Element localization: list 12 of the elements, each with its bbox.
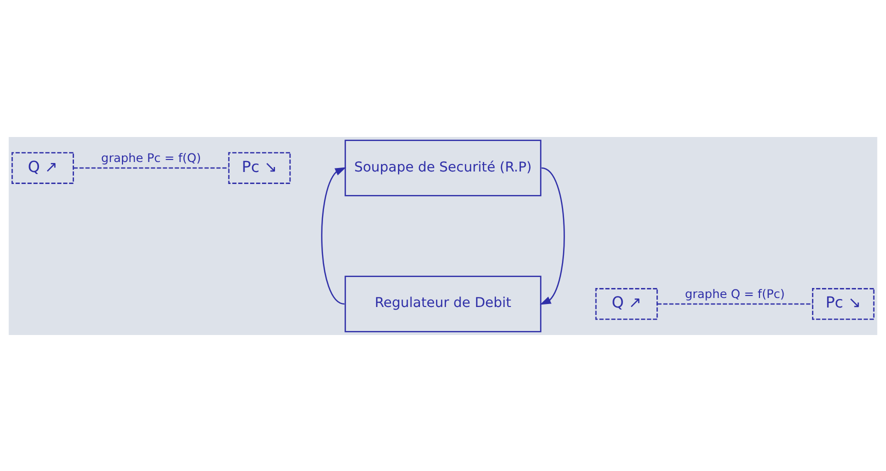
- node-box: Regulateur de Debit: [344, 275, 542, 332]
- arrow: [540, 166, 565, 304]
- edge-label: graphe Q = f(Pc): [684, 286, 785, 301]
- node-box: Q ↗: [595, 288, 658, 320]
- connector: [74, 166, 229, 168]
- node-box: Soupape de Securité (R.P): [344, 139, 542, 196]
- node-box: Pc ↘: [812, 288, 874, 320]
- arrow: [321, 166, 346, 304]
- connector: [657, 302, 813, 304]
- edge-label: graphe Pc = f(Q): [101, 150, 202, 165]
- node-box: Pc ↘: [228, 152, 291, 184]
- node-box: Q ↗: [12, 152, 74, 184]
